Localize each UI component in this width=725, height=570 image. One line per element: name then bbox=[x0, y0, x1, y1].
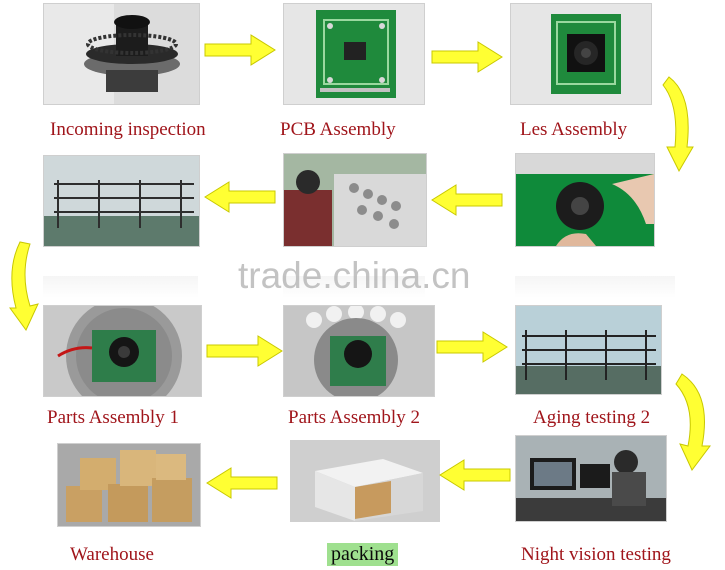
monitor-testing-station-photo bbox=[515, 435, 667, 522]
step-label-night-vision-testing: Night vision testing bbox=[521, 544, 671, 565]
arrow-left-4-icon bbox=[206, 467, 278, 499]
step-label-les-assembly: Les Assembly bbox=[520, 119, 628, 140]
step-label-incoming-inspection: Incoming inspection bbox=[50, 119, 206, 140]
step-label-pcb-assembly: PCB Assembly bbox=[280, 119, 396, 140]
arrow-left-2-icon bbox=[204, 181, 276, 213]
arrow-left-3-icon bbox=[439, 459, 511, 491]
arrow-left-1-icon bbox=[431, 184, 503, 216]
aging-racks-room-photo bbox=[43, 155, 200, 247]
step-label-aging-testing-2: Aging testing 2 bbox=[533, 407, 651, 428]
step-label-warehouse: Warehouse bbox=[70, 544, 154, 565]
led-ring-assembly-hands-photo bbox=[515, 153, 655, 247]
faded-caption-strip-middle bbox=[283, 276, 425, 298]
camera-housing-board-photo bbox=[43, 305, 202, 397]
curved-arrow-down-left-icon bbox=[6, 240, 39, 332]
warehouse-boxes-photo bbox=[57, 443, 201, 527]
arrow-right-2-icon bbox=[431, 41, 503, 73]
camera-lens-gear-photo bbox=[43, 3, 200, 105]
step-label-parts-assembly-1: Parts Assembly 1 bbox=[47, 407, 179, 428]
curved-arrow-down-right-1-icon bbox=[662, 75, 694, 173]
faded-caption-strip-left bbox=[43, 276, 198, 298]
step-label-parts-assembly-2: Parts Assembly 2 bbox=[288, 407, 420, 428]
pcb-with-lens-photo bbox=[510, 3, 652, 105]
ir-led-housing-photo bbox=[283, 305, 435, 397]
aging-racks-room-2-photo bbox=[515, 305, 662, 395]
cardboard-box-packing-photo bbox=[290, 440, 440, 522]
green-pcb-board-photo bbox=[283, 3, 425, 105]
arrow-right-1-icon bbox=[204, 34, 276, 66]
arrow-right-3-icon bbox=[206, 335, 283, 367]
workers-assembly-line-photo bbox=[283, 153, 427, 247]
curved-arrow-down-right-2-icon bbox=[675, 372, 711, 472]
arrow-right-4-icon bbox=[436, 331, 508, 363]
step-label-packing: packing bbox=[327, 543, 399, 566]
watermark-text: trade.china.cn bbox=[238, 255, 471, 296]
faded-caption-strip-right bbox=[515, 276, 675, 298]
